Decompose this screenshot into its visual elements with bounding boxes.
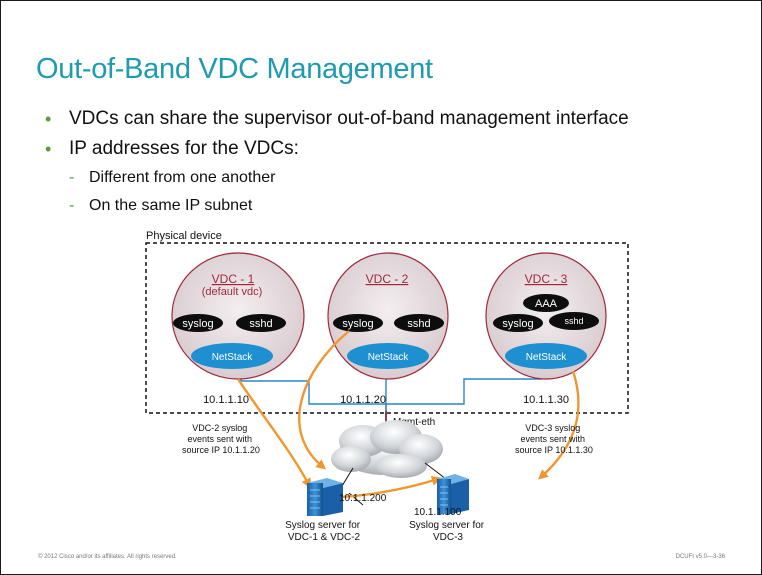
vdc-3-aaa: AAA bbox=[535, 298, 558, 310]
arrow-vdc3-syslog bbox=[538, 370, 580, 480]
link-cloud-server2 bbox=[424, 462, 447, 480]
syslog-server-2-icon bbox=[437, 474, 469, 514]
vdc-1-ip: 10.1.1.10 bbox=[203, 394, 249, 406]
annot-right-line-2: events sent with bbox=[520, 434, 585, 444]
annot-right-line-1: VDC-3 syslog bbox=[525, 423, 580, 433]
subbullet-1: Different from one another bbox=[45, 166, 629, 194]
vdc-1-netstack: NetStack bbox=[212, 352, 254, 363]
annot-left-line-2: events sent with bbox=[187, 434, 252, 444]
annot-left-line-3: source IP 10.1.1.20 bbox=[182, 445, 260, 455]
arrow-vdc2-syslog bbox=[298, 330, 350, 470]
subbullet-2: On the same IP subnet bbox=[45, 194, 629, 222]
network-cloud-icon bbox=[331, 420, 443, 478]
vdc-2-ip: 10.1.1.20 bbox=[340, 394, 386, 406]
vdc-1-label: VDC - 1 bbox=[212, 272, 255, 286]
syslog-server-1-icon bbox=[307, 478, 343, 516]
vdc-3-syslog: syslog bbox=[502, 318, 533, 330]
vdc-2: VDC - 2 syslog sshd NetStack bbox=[327, 252, 449, 380]
vdc-3-sshd: sshd bbox=[564, 316, 583, 326]
server-1-label-line-1: Syslog server for bbox=[285, 520, 361, 531]
vdc-2-label: VDC - 2 bbox=[366, 272, 409, 286]
footer-slide-id: DCUFI v5.0—3-36 bbox=[675, 554, 725, 560]
vdc-3-ip: 10.1.1.30 bbox=[523, 394, 569, 406]
annot-right-line-3: source IP 10.1.1.30 bbox=[515, 445, 593, 455]
server-1-label-line-2: VDC-1 & VDC-2 bbox=[288, 532, 361, 543]
link-vdc3 bbox=[386, 373, 542, 405]
vdc-1: VDC - 1 (default vdc) syslog sshd NetSta… bbox=[171, 252, 305, 380]
arrow-vdc1-down bbox=[237, 378, 311, 489]
arrow-vdc3-to-server2 bbox=[340, 476, 442, 499]
physical-device-box bbox=[145, 242, 629, 414]
server-1-ip: 10.1.1.200 bbox=[339, 493, 387, 504]
footer-copyright: © 2012 Cisco and/or its affiliates. All … bbox=[38, 554, 177, 560]
vdc-3-label: VDC - 3 bbox=[525, 272, 568, 286]
server-2-label-line-2: VDC-3 bbox=[433, 532, 463, 543]
vdc-3: VDC - 3 AAA syslog sshd NetStack bbox=[485, 252, 607, 380]
physical-device-label: Physical device bbox=[146, 230, 222, 242]
slide-title: Out-of-Band VDC Management bbox=[36, 53, 433, 85]
annot-left: VDC-2 syslog events sent with source IP … bbox=[182, 423, 260, 455]
vdc-2-sshd: sshd bbox=[407, 318, 430, 330]
annot-right: VDC-3 syslog events sent with source IP … bbox=[515, 423, 593, 455]
mgmt-eth-label: Mgmt-eth bbox=[393, 417, 435, 428]
vdc-2-netstack: NetStack bbox=[368, 352, 410, 363]
bullet-1: VDCs can share the supervisor out-of-ban… bbox=[45, 106, 629, 136]
vdc-3-netstack: NetStack bbox=[526, 352, 568, 363]
annot-left-line-1: VDC-2 syslog bbox=[192, 423, 247, 433]
vdc-2-syslog: syslog bbox=[342, 318, 373, 330]
vdc-1-syslog: syslog bbox=[182, 318, 213, 330]
server-2-ip: 10.1.1.100 bbox=[414, 507, 462, 518]
vdc-1-sshd: sshd bbox=[249, 318, 272, 330]
server-1-label: Syslog server for VDC-1 & VDC-2 bbox=[285, 520, 363, 543]
bullet-list: VDCs can share the supervisor out-of-ban… bbox=[45, 106, 629, 222]
server-2-label: Syslog server for VDC-3 bbox=[409, 520, 487, 543]
bullet-2: IP addresses for the VDCs: bbox=[45, 136, 629, 166]
vdc-1-sublabel: (default vdc) bbox=[202, 286, 263, 298]
server-2-label-line-1: Syslog server for bbox=[409, 520, 485, 531]
